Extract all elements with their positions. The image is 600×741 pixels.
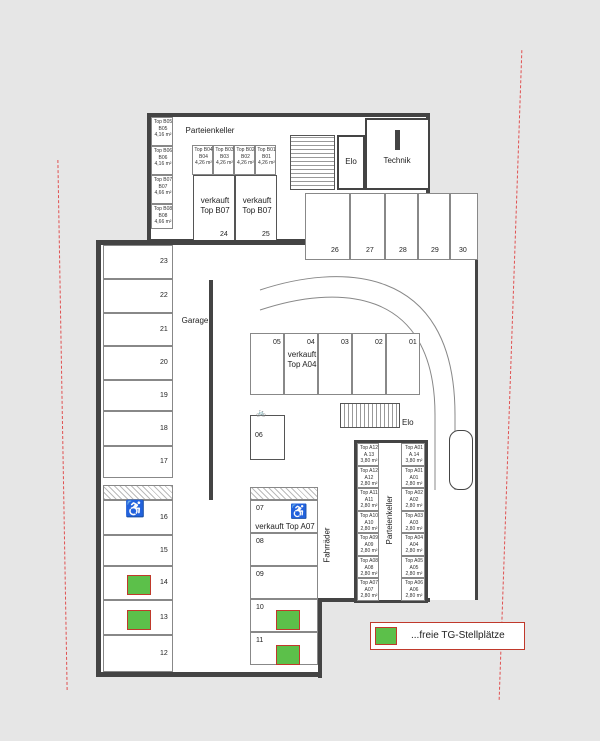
stall-21: 21 xyxy=(103,313,173,346)
stall-20: 20 xyxy=(103,346,173,380)
fahrraeder-label: Fahrräder xyxy=(322,527,332,563)
stall-08: 08 xyxy=(250,533,318,566)
stall-28: 28 xyxy=(385,193,418,260)
wheelchair-icon-mid: ♿ xyxy=(290,503,308,519)
garage-label: Garage xyxy=(181,316,209,325)
technik-room: Technik xyxy=(365,118,430,190)
stall-29: 29 xyxy=(418,193,450,260)
free-stall-10 xyxy=(276,610,300,630)
property-line-right xyxy=(498,50,523,700)
stall-09: 09 xyxy=(250,566,318,599)
stall-26: 26 xyxy=(305,193,350,260)
elo-label-mid: Elo xyxy=(402,418,414,427)
accessible-hatch-left xyxy=(103,485,173,500)
parteienkeller-label: Parteienkeller xyxy=(185,126,235,135)
stall-30: 30 xyxy=(450,193,478,260)
verkauft-a07-label: verkauft Top A07 xyxy=(255,522,315,531)
bike-icon: 🚲 xyxy=(256,408,266,417)
stall-06: 06 xyxy=(250,415,285,460)
stall-05: 05 xyxy=(250,333,284,395)
accessible-hatch-mid xyxy=(250,487,318,500)
stall-15: 15 xyxy=(103,535,173,566)
stall-27: 27 xyxy=(350,193,385,260)
stall-07: 07 xyxy=(250,500,318,533)
stall-17: 17 xyxy=(103,446,173,478)
stall-03: 03 xyxy=(318,333,352,395)
stall-04: 04 xyxy=(284,333,318,395)
ramp-curve xyxy=(259,276,456,490)
legend-text: ...freie TG-Stellplätze xyxy=(411,630,505,641)
car-icon xyxy=(449,430,473,490)
legend: ...freie TG-Stellplätze xyxy=(370,622,525,650)
legend-swatch xyxy=(375,627,397,645)
stall-12: 12 xyxy=(103,635,173,672)
stairwell-mid xyxy=(340,403,400,428)
stall-16: 16 xyxy=(103,500,173,535)
stall-01: 01 xyxy=(386,333,420,395)
wheelchair-icon: ♿ xyxy=(125,501,145,518)
free-stall-14 xyxy=(127,575,151,595)
stall-23: 23 xyxy=(103,245,173,279)
stall-22: 22 xyxy=(103,279,173,313)
stairwell-top xyxy=(290,135,335,190)
stall-18: 18 xyxy=(103,411,173,446)
garage-bottom-wall xyxy=(318,598,322,678)
verkauft-a04-label: verkauft Top A04 xyxy=(287,350,317,369)
elo-room-top: Elo xyxy=(337,135,365,190)
parteienkeller-label-right: Parteienkeller xyxy=(385,495,394,545)
center-column xyxy=(209,280,213,500)
property-line-left xyxy=(57,160,68,690)
free-stall-13 xyxy=(127,610,151,630)
stall-19: 19 xyxy=(103,380,173,411)
free-stall-11 xyxy=(276,645,300,665)
stall-02: 02 xyxy=(352,333,386,395)
